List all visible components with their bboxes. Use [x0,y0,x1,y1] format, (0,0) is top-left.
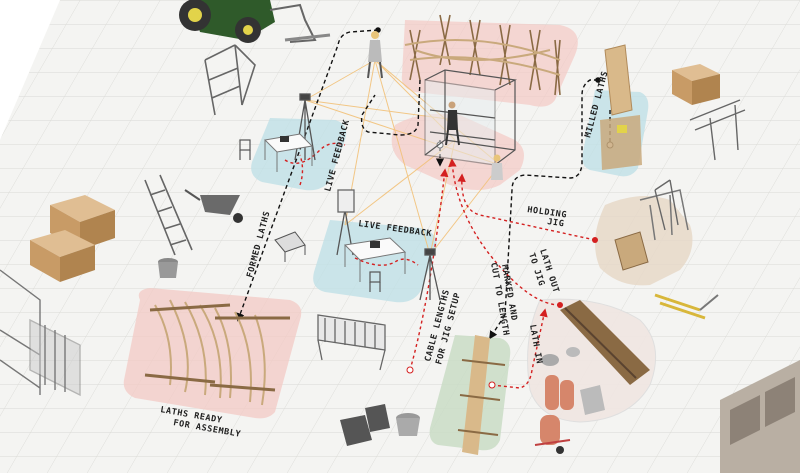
bending-rig-icon [560,300,650,385]
jig-frame-icon [614,189,689,271]
scaffold-cage-icon [424,69,517,166]
shelf-cart-icon [720,360,800,473]
person-icon [445,101,460,146]
cylinder-icon [580,385,605,415]
gas-cylinder-icon [534,375,574,454]
wheelbarrow-icon [184,189,243,223]
flow-lath-out-to-jig [448,158,561,306]
flow-node-red [406,366,414,374]
label-holding-jig-2: JIG [547,217,565,229]
tractor-icon [179,0,331,43]
bin-icon [340,404,390,446]
flow-dot [595,77,601,83]
flow-node-red [488,381,496,389]
red-flow-lines [284,142,596,389]
pallet-jack-icon [654,293,719,320]
flow-cable-top [299,154,304,186]
laptop-desk-icon [263,133,314,172]
floor-edge-left [0,0,60,140]
trolley-icon [317,314,386,371]
sawhorse-icon [654,179,679,231]
chair-icon [239,139,381,292]
crate-icon [672,64,720,105]
flow-holding-jig [457,173,596,241]
flow-cable-feedback [284,142,419,266]
person-icon [367,31,383,79]
zone-holding-jig [595,196,693,286]
flow-lath-in [491,308,548,389]
milled-laths-icon [600,44,642,170]
shelf-cart-icon [0,269,81,397]
sawhorse-icon [404,14,561,96]
flow-rack-to-jig [360,79,421,136]
crate-icon [30,195,115,282]
flow-node-red [592,237,598,243]
camera-tripod-icon [294,93,316,161]
zone-live-feedback-mid [313,220,437,303]
timber-cutting-icon [457,335,506,455]
zone-bending [527,298,657,423]
sawhorse-icon [689,99,746,161]
ladder-icon [204,44,256,116]
bucket-icon [396,413,420,436]
flow-formed-laths [236,29,379,322]
ladder-icon [144,174,193,256]
flow-milled-laths [489,79,598,340]
laptop-desk-icon [343,237,407,282]
person-icon [491,154,503,180]
lath-frames [144,299,290,406]
bucket-icon [158,258,178,278]
flow-cable-lengths [409,168,449,371]
camera-tripod-icon [419,248,441,301]
flow-node-red [557,302,563,308]
cable-drum-icon [541,347,580,366]
jig-frame-icon [274,231,306,262]
